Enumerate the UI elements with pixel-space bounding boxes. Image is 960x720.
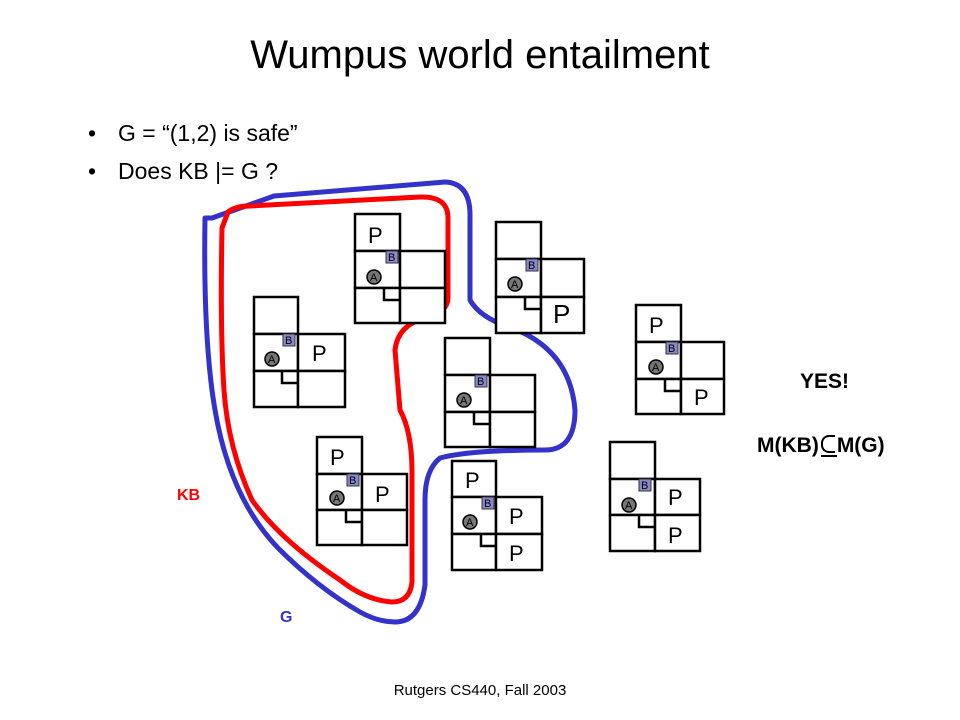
subset-statement: M(KB) M(G) <box>757 434 885 458</box>
subset-symbol-icon <box>820 435 837 457</box>
pit-marker: P <box>375 482 390 507</box>
agent-marker: A <box>511 279 519 291</box>
wumpus-board: B A <box>443 336 537 449</box>
breeze-marker: B <box>388 252 395 264</box>
pit-marker: P <box>312 341 327 366</box>
pit-marker: P <box>668 523 683 548</box>
slide-footer: Rutgers CS440, Fall 2003 <box>393 682 567 699</box>
agent-marker: A <box>370 272 378 284</box>
agent-marker: A <box>333 493 341 505</box>
agent-marker: A <box>466 517 474 529</box>
wumpus-board: B A P <box>494 220 586 335</box>
pit-marker: P <box>465 468 480 493</box>
wumpus-board: B A P <box>252 295 347 409</box>
pit-marker: P <box>694 385 709 410</box>
breeze-marker: B <box>668 343 675 355</box>
wumpus-board: B A P P <box>634 303 726 416</box>
wumpus-board: B A P <box>353 212 447 325</box>
m-g-text: M(G) <box>836 434 885 457</box>
agent-marker: A <box>268 354 276 366</box>
wumpus-board: B A P P <box>608 440 702 553</box>
wumpus-board: B A P P P <box>450 459 544 572</box>
bullet-text-goal: G = “(1,2) is safe” <box>118 120 298 146</box>
pit-marker: P <box>330 445 345 470</box>
agent-marker: A <box>460 395 468 407</box>
bullet-marker: • <box>88 120 97 146</box>
slide-title: Wumpus world entailment <box>250 33 710 77</box>
pit-marker: P <box>668 485 683 510</box>
pit-marker: P <box>553 299 570 329</box>
breeze-marker: B <box>285 335 292 347</box>
breeze-marker: B <box>349 475 356 487</box>
breeze-marker: B <box>641 480 648 492</box>
g-label: G <box>280 609 293 626</box>
kb-models-curve <box>218 194 451 605</box>
answer-yes: YES! <box>800 370 850 393</box>
pit-marker: P <box>509 504 524 529</box>
agent-marker: A <box>652 362 660 374</box>
breeze-marker: B <box>477 376 484 388</box>
breeze-marker: B <box>484 498 491 510</box>
breeze-marker: B <box>528 260 535 272</box>
bullet-marker: • <box>88 158 97 184</box>
bullet-list: • G = “(1,2) is safe” • Does KB |= G ? <box>88 120 298 196</box>
bullet-item: • G = “(1,2) is safe” <box>88 120 298 158</box>
pit-marker: P <box>509 541 524 566</box>
m-kb-text: M(KB) <box>757 434 819 457</box>
pit-marker: P <box>368 223 383 248</box>
agent-marker: A <box>625 500 633 512</box>
wumpus-board: B A P P <box>315 435 409 547</box>
pit-marker: P <box>649 313 664 338</box>
kb-label: KB <box>177 487 201 504</box>
bullet-text-question: Does KB |= G ? <box>118 158 279 184</box>
bullet-item: • Does KB |= G ? <box>88 158 298 196</box>
